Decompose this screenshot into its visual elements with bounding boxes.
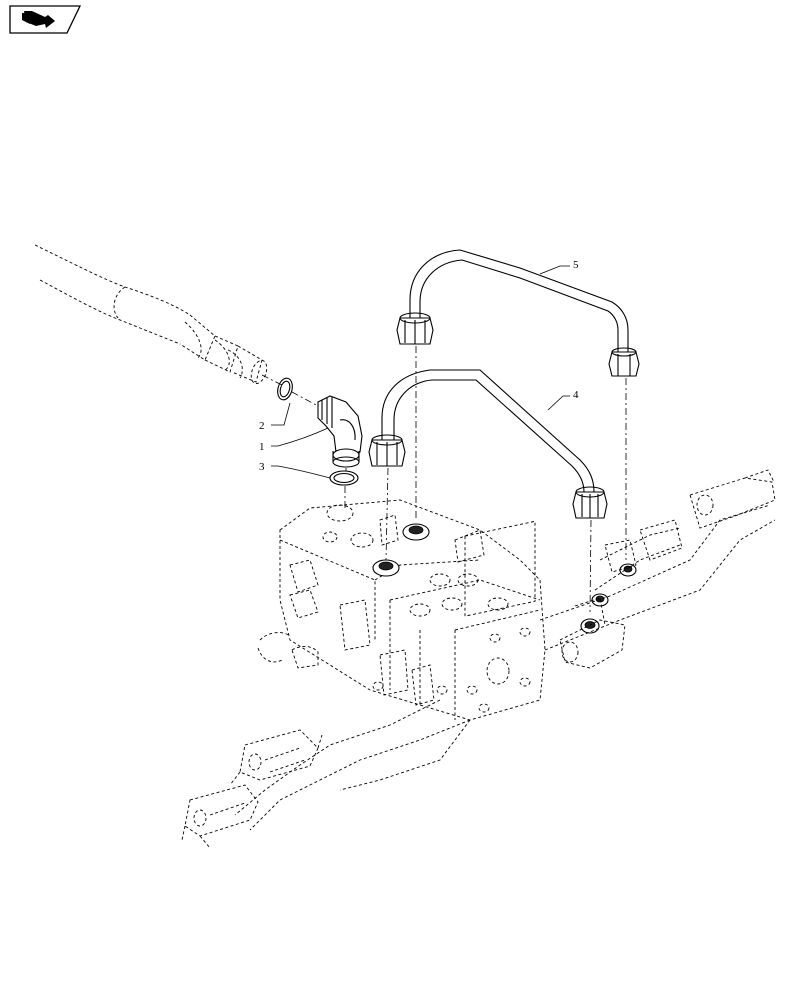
o-ring-3	[329, 470, 359, 486]
valve-ports	[372, 523, 637, 634]
tube-assembly-4	[368, 369, 608, 519]
callout-2: 2	[259, 420, 265, 432]
control-valve-phantom	[257, 499, 546, 721]
hose-phantom	[34, 244, 268, 384]
right-hydraulic-lines-phantom	[539, 469, 776, 669]
callout-4: 4	[573, 389, 579, 401]
callout-1: 1	[259, 441, 265, 453]
lower-hydraulic-lines-phantom	[181, 699, 471, 849]
arrow-to-previous-page-icon	[22, 11, 55, 28]
callout-leaders-left	[271, 402, 331, 479]
callout-3: 3	[259, 461, 265, 473]
elbow-fitting-1	[317, 395, 363, 468]
callout-5: 5	[573, 259, 579, 271]
o-ring-2	[277, 377, 293, 401]
tube-assembly-5	[396, 249, 640, 377]
previous-page-button[interactable]	[9, 5, 82, 34]
